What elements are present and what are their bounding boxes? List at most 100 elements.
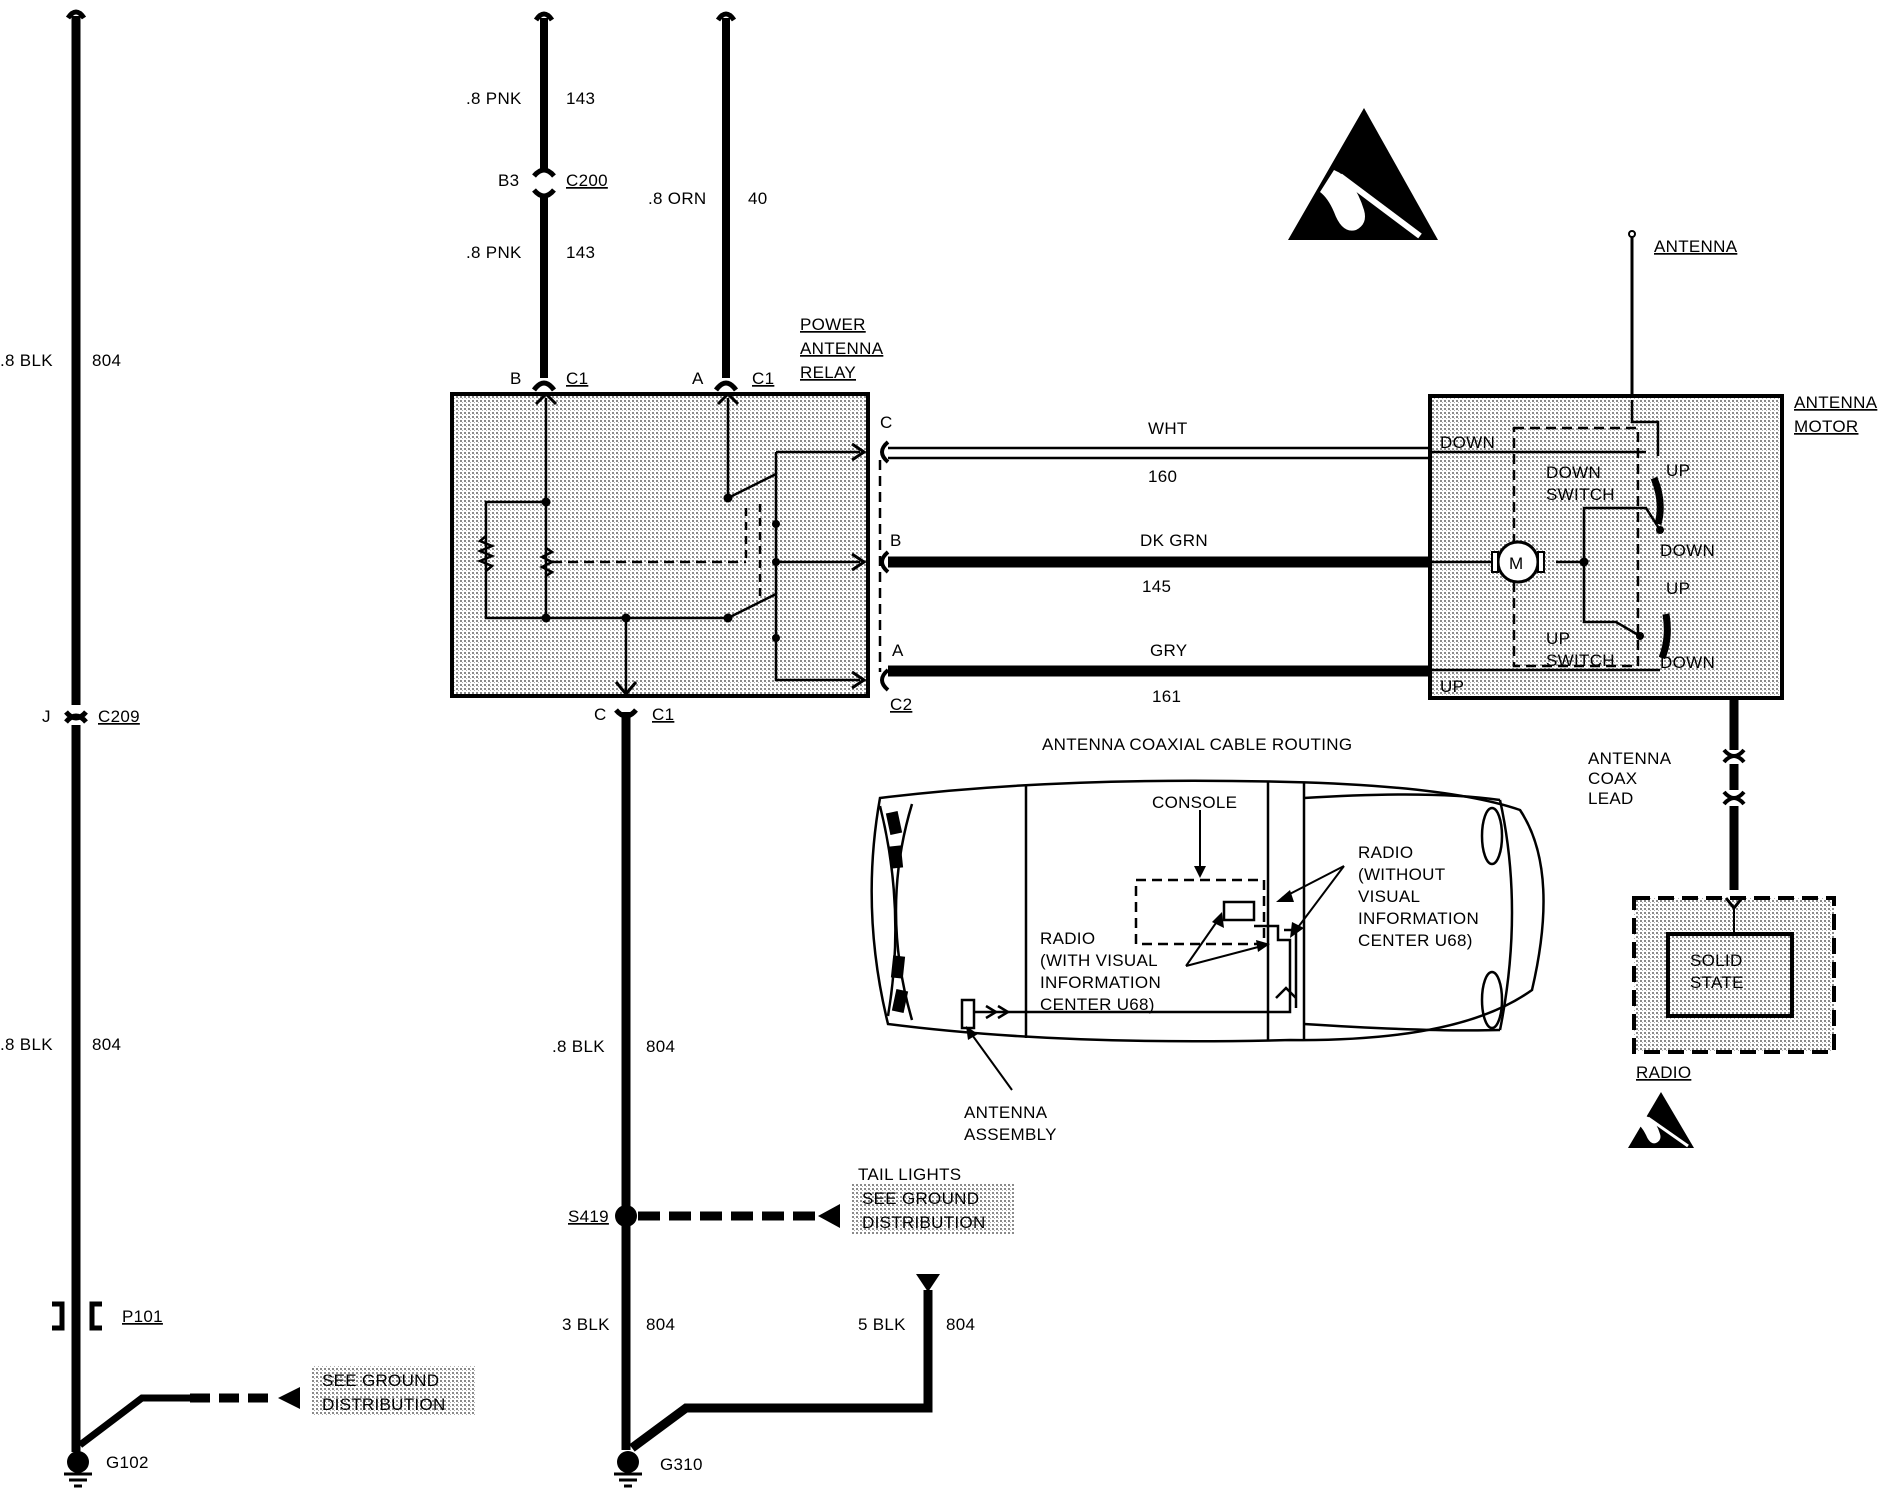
wire-40-gauge: .8 ORN [648,189,706,208]
side-wire-circuit: 804 [946,1315,975,1334]
p101-bracket-right [89,1301,102,1331]
down-switch-contact [1650,476,1664,525]
sw2-down-label: DOWN [1660,653,1715,672]
c200-label: C200 [566,171,608,190]
console-label: CONSOLE [1152,793,1237,812]
relay-title-line2: ANTENNA [800,339,884,358]
coax-routing-inset: ANTENNA COAXIAL CABLE ROUTING [870,735,1545,1144]
relay-box[interactable] [450,392,870,698]
relay-pin-b-arrow [534,391,558,406]
relay-internals [476,398,860,692]
radio-without-2: (WITHOUT [1358,865,1445,884]
c2-pin-b: B [890,531,902,550]
wire-wht-label: WHT [1148,419,1188,438]
feed-wires: .8 PNK 143 B3 C200 .8 PNK 143 .8 ORN 40 [466,11,768,392]
p101-label: P101 [122,1307,163,1326]
relay-pin-b: B [510,369,522,388]
wire-161-label: 161 [1152,687,1181,706]
radio-without-1: RADIO [1358,843,1413,862]
up-switch-label-2: SWITCH [1546,651,1615,670]
coax-label-3: LEAD [1588,789,1634,808]
wire-804-side[interactable] [629,1290,933,1452]
antenna-tip [1628,230,1636,238]
wire-143-circuit-bottom: 143 [566,243,595,262]
wire-gry-label: GRY [1150,641,1187,660]
tail-note-3: DISTRIBUTION [862,1213,986,1232]
ground-symbol-icon [614,1451,642,1488]
down-switch-label-2: SWITCH [1546,485,1615,504]
esd-warning-icon [1628,1092,1694,1148]
coax-label-2: COAX [1588,769,1637,788]
tail-note-1: TAIL LIGHTS [858,1165,961,1184]
c2-mark-c [880,440,890,464]
motor-title-line1: ANTENNA [1794,393,1878,412]
up-switch-label-1: UP [1546,629,1570,648]
g102-label: G102 [106,1453,149,1472]
ground-wire-gauge-top: .8 BLK [552,1037,605,1056]
connector-c200-mark [532,167,556,199]
left-wire-gauge-bottom: .8 BLK [0,1035,53,1054]
radio-with-1: RADIO [1040,929,1095,948]
antenna-assembly-1: ANTENNA [964,1103,1048,1122]
down-switch-label-1: DOWN [1546,463,1601,482]
solid-state-box [1666,932,1794,1018]
ground-wire-circuit-bottom: 804 [646,1315,675,1334]
ground-branch-arrow [278,1387,300,1409]
antenna-motor: ANTENNA ANTENNA MOTOR M DOWN UP DOWN SWI… [1428,230,1878,700]
wire-145-label: 145 [1142,577,1171,596]
coax-and-radio: ANTENNA COAX LEAD SOLID STATE RADIO [1588,698,1836,1082]
ground-symbol-icon [64,1451,92,1488]
sw1-up-label: UP [1666,461,1690,480]
radio-with-4: CENTER U68) [1040,995,1155,1014]
solid-state-line2: STATE [1690,973,1744,992]
s419-label: S419 [568,1207,609,1226]
c209-pin: J [42,707,51,726]
c1-pin-b-mark [531,380,557,392]
c1-pin-c: C [594,705,607,724]
left-ground-circuit: .8 BLK 804 J C209 .8 BLK 804 P101 SEE GR… [0,9,475,1488]
wire-dkgrn-label: DK GRN [1140,531,1208,550]
c209-label: C209 [98,707,140,726]
c2-pin-a: A [892,641,904,660]
radio-without-4: INFORMATION [1358,909,1479,928]
motor-down-label: DOWN [1440,433,1495,452]
coax-label-1: ANTENNA [1588,749,1672,768]
solid-state-line1: SOLID [1690,951,1743,970]
console-outline [1134,878,1266,946]
sw2-up-label: UP [1666,579,1690,598]
c2-mark-a [880,668,890,692]
radio-with-2: (WITH VISUAL [1040,951,1158,970]
wire-160-label: 160 [1148,467,1177,486]
left-wire-gauge-top: .8 BLK [0,351,53,370]
wire-143-gauge-bottom: .8 PNK [466,243,522,262]
c2-pin-c: C [880,413,893,432]
splice-s419[interactable] [615,1205,637,1227]
relay-junction-dots [541,493,780,642]
c200-pin: B3 [498,171,519,190]
ground-wire-circuit-top: 804 [646,1037,675,1056]
ground-wire-gauge-bottom: 3 BLK [562,1315,610,1334]
relay-pin-a-arrow [716,391,740,406]
antenna-assembly-2: ASSEMBLY [964,1125,1057,1144]
wire-40-circuit: 40 [748,189,768,208]
c1-pin-a-mark [713,380,739,392]
g310-label: G310 [660,1455,703,1474]
coax-break-mark [1722,790,1746,806]
resistor-icon [476,535,496,572]
wire-break-mark [65,9,87,20]
routing-title: ANTENNA COAXIAL CABLE ROUTING [1042,735,1352,754]
wire-143-circuit-top: 143 [566,89,595,108]
coax-route-line [972,924,1292,1014]
relay-title-line1: POWER [800,315,866,334]
power-antenna-relay: POWER ANTENNA RELAY B C1 A C1 [450,315,884,698]
radio-without-5: CENTER U68) [1358,931,1473,950]
radio-icon-inset [1222,900,1256,922]
radio-without-3: VISUAL [1358,887,1420,906]
sw1-down-label: DOWN [1660,541,1715,560]
p101-bracket-left [52,1301,65,1331]
antenna-motor-box[interactable] [1428,394,1784,700]
radio-with-3: INFORMATION [1040,973,1161,992]
left-wire-circuit-top: 804 [92,351,121,370]
wire-break-mark [533,11,555,22]
